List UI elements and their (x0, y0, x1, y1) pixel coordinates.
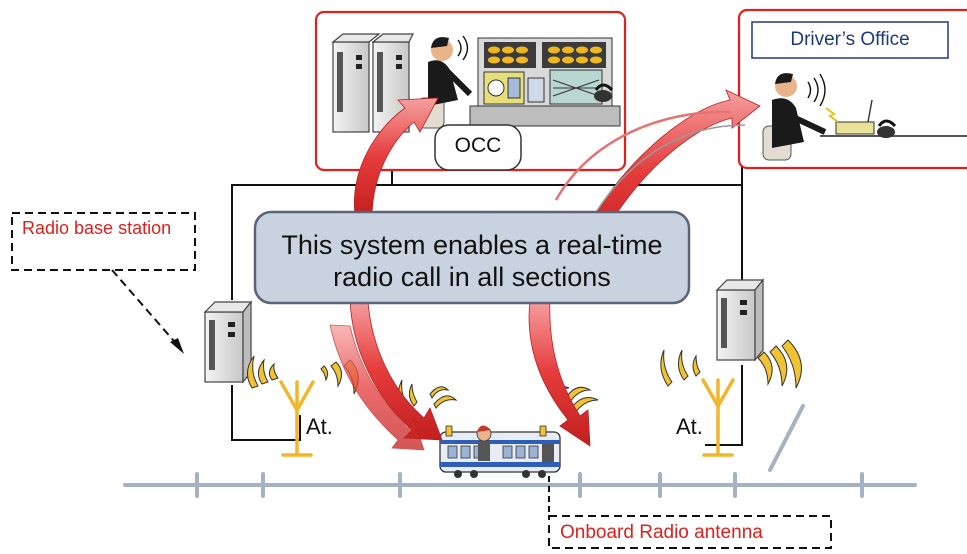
occ-label: OCC (454, 134, 502, 157)
telephone-icon (594, 83, 614, 102)
network-wiring (231, 120, 743, 446)
antenna-icon (279, 380, 315, 457)
onboard-antenna-label: Onboard Radio antenna (560, 522, 763, 543)
base-station-right (715, 278, 765, 362)
drivers-office-title: Driver’s Office (790, 29, 910, 50)
antenna-label-left: At. (306, 414, 333, 439)
rail-track (123, 404, 917, 498)
system-message-text: This system enables a real-time radio ca… (281, 230, 663, 292)
occ-label-box (434, 124, 522, 171)
control-console-icon (469, 37, 621, 127)
control-console-icon (820, 99, 967, 137)
onboard-antenna-callout (548, 476, 832, 549)
antenna-label-right: At. (676, 414, 703, 439)
antenna-icon (701, 378, 735, 457)
base-station-left (203, 300, 253, 384)
operator-icon (762, 73, 827, 161)
system-message-callout (253, 210, 691, 305)
server-rack-icon (331, 33, 414, 133)
telephone-icon (877, 119, 897, 138)
radio-base-station-callout (11, 212, 196, 354)
radio-base-station-label: Radio base station (22, 218, 172, 238)
occ-panel (314, 10, 627, 172)
drivers-office-title-box (751, 21, 949, 59)
train-icon (439, 425, 561, 478)
link-line (584, 124, 746, 231)
drivers-office-panel (737, 8, 967, 170)
